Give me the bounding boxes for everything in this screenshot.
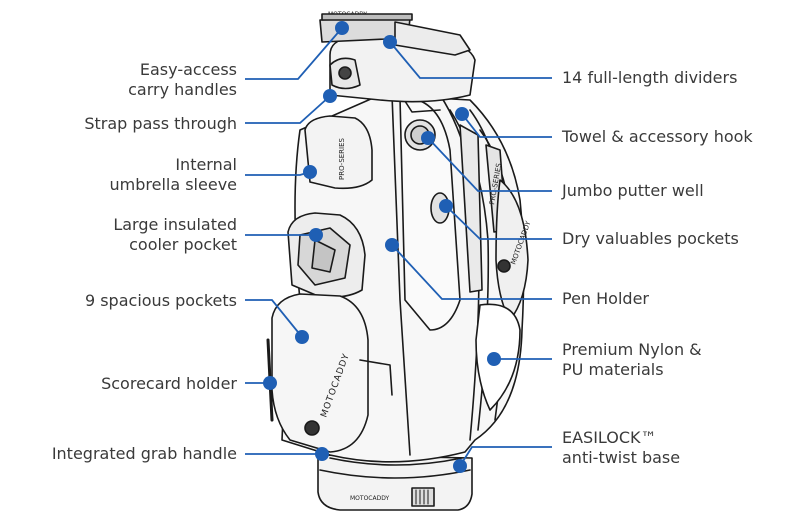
label-dividers: 14 full-length dividers [562,68,738,87]
dot-towel-hook [455,107,469,121]
leader-spacious [245,299,303,338]
dot-dividers [383,35,397,49]
dot-spacious [295,330,309,344]
leader-carry-handles [245,27,343,80]
label-spacious-pockets: 9 spacious pockets [84,291,237,310]
label-umbrella-sleeve: Internal umbrella sleeve [109,155,237,194]
dot-nylon-pu [487,352,501,366]
dot-carry-handles [335,21,349,35]
label-easilock: EASILOCK™ anti-twist base [562,428,681,467]
label-pen-holder: Pen Holder [562,289,649,308]
dot-scorecard [263,376,277,390]
label-grab-handle: Integrated grab handle [51,444,237,463]
dot-umbrella [303,165,317,179]
umbrella-pocket: PRO-SERIES [304,115,373,190]
dot-pen-holder [385,238,399,252]
label-putter-well: Jumbo putter well [562,181,704,200]
label-strap-pass-through: Strap pass through [84,114,237,133]
label-scorecard-holder: Scorecard holder [101,374,237,393]
leader-dry-pockets [445,205,552,240]
dot-cooler [309,228,323,242]
dot-easilock [453,459,467,473]
dot-strap-pass [323,89,337,103]
callout-lines [245,27,552,467]
label-towel-hook: Towel & accessory hook [562,127,753,146]
dot-putter-well [421,131,435,145]
label-nylon-pu: Premium Nylon & PU materials [562,340,702,379]
bag-base: MOTOCADDY [317,454,473,511]
label-dry-pockets: Dry valuables pockets [562,229,739,248]
leader-pen-holder [391,244,552,300]
label-cooler-pocket: Large insulated cooler pocket [113,215,237,254]
leader-easilock [459,446,552,467]
callout-dots [263,21,501,473]
leader-putter-well [427,137,552,192]
label-carry-handles: Easy-access carry handles [128,60,237,99]
dot-grab-handle [315,447,329,461]
base-brand-text: MOTOCADDY [350,495,389,502]
series-left-text: PRO-SERIES [338,137,346,180]
cooler-pocket [287,212,366,298]
leader-strap-pass [245,95,331,124]
leader-towel-hook [461,113,552,138]
leader-dividers [389,41,552,79]
dot-dry-pockets [439,199,453,213]
